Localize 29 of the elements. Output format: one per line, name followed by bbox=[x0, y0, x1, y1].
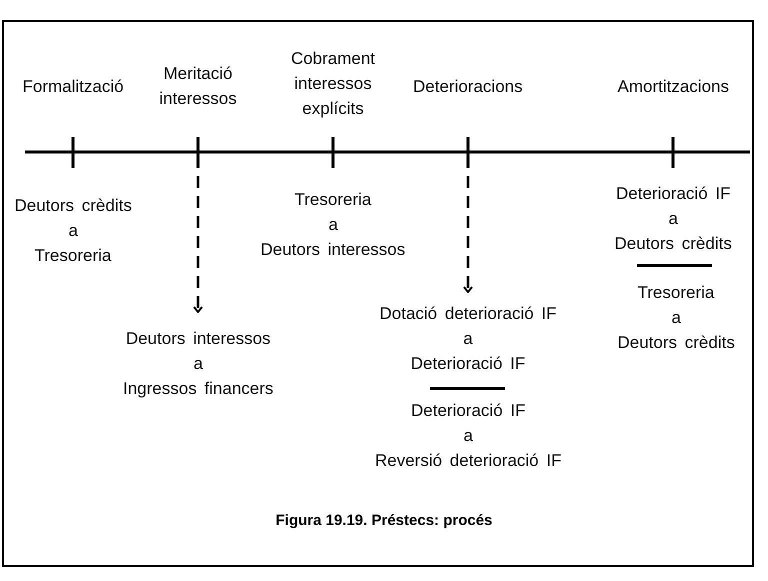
journal-entry-text: Deterioració IF bbox=[616, 183, 730, 205]
event-label: Formalització bbox=[22, 76, 124, 98]
journal-entry-text: Reversió deterioració IF bbox=[375, 450, 562, 472]
event-label: Cobrament interessos explícits bbox=[290, 48, 376, 120]
event-label: Meritació interessos bbox=[158, 63, 238, 110]
figure-caption: Figura 19.19. Préstecs: procés bbox=[274, 512, 494, 529]
event-label: Amortitzacions bbox=[618, 76, 729, 98]
arrow bbox=[193, 176, 203, 313]
journal-entry-text: Ingressos financers bbox=[123, 378, 274, 400]
journal-entry-text: a bbox=[672, 307, 681, 329]
arrow bbox=[463, 176, 473, 293]
journal-entry-text: a bbox=[192, 353, 204, 375]
journal-entry-text: Tresoreria bbox=[34, 245, 112, 267]
journal-entry-text: a bbox=[668, 208, 678, 230]
journal-entry-text: Dotació deterioració IF bbox=[380, 303, 557, 325]
journal-entry-text: Deterioració IF bbox=[411, 400, 526, 422]
journal-entry-text: Deutors crèdits bbox=[614, 233, 732, 255]
event-label: Deterioracions bbox=[413, 76, 523, 98]
journal-entry-text: Deutors interessos bbox=[260, 239, 406, 261]
journal-entry-text: a bbox=[68, 220, 78, 242]
journal-entry-text: Tresoreria bbox=[294, 189, 372, 211]
journal-entry-text: Deutors crèdits bbox=[14, 195, 132, 217]
journal-entry-text: Deutors crèdits bbox=[618, 332, 735, 354]
journal-entry-text: a bbox=[464, 425, 473, 447]
journal-entry-text: a bbox=[328, 214, 338, 236]
journal-entry-text: Deutors interessos bbox=[124, 328, 272, 350]
journal-entry-text: Deterioració IF bbox=[410, 353, 526, 375]
journal-entry-text: a bbox=[462, 328, 474, 350]
journal-entry-text: Tresoreria bbox=[638, 282, 714, 304]
